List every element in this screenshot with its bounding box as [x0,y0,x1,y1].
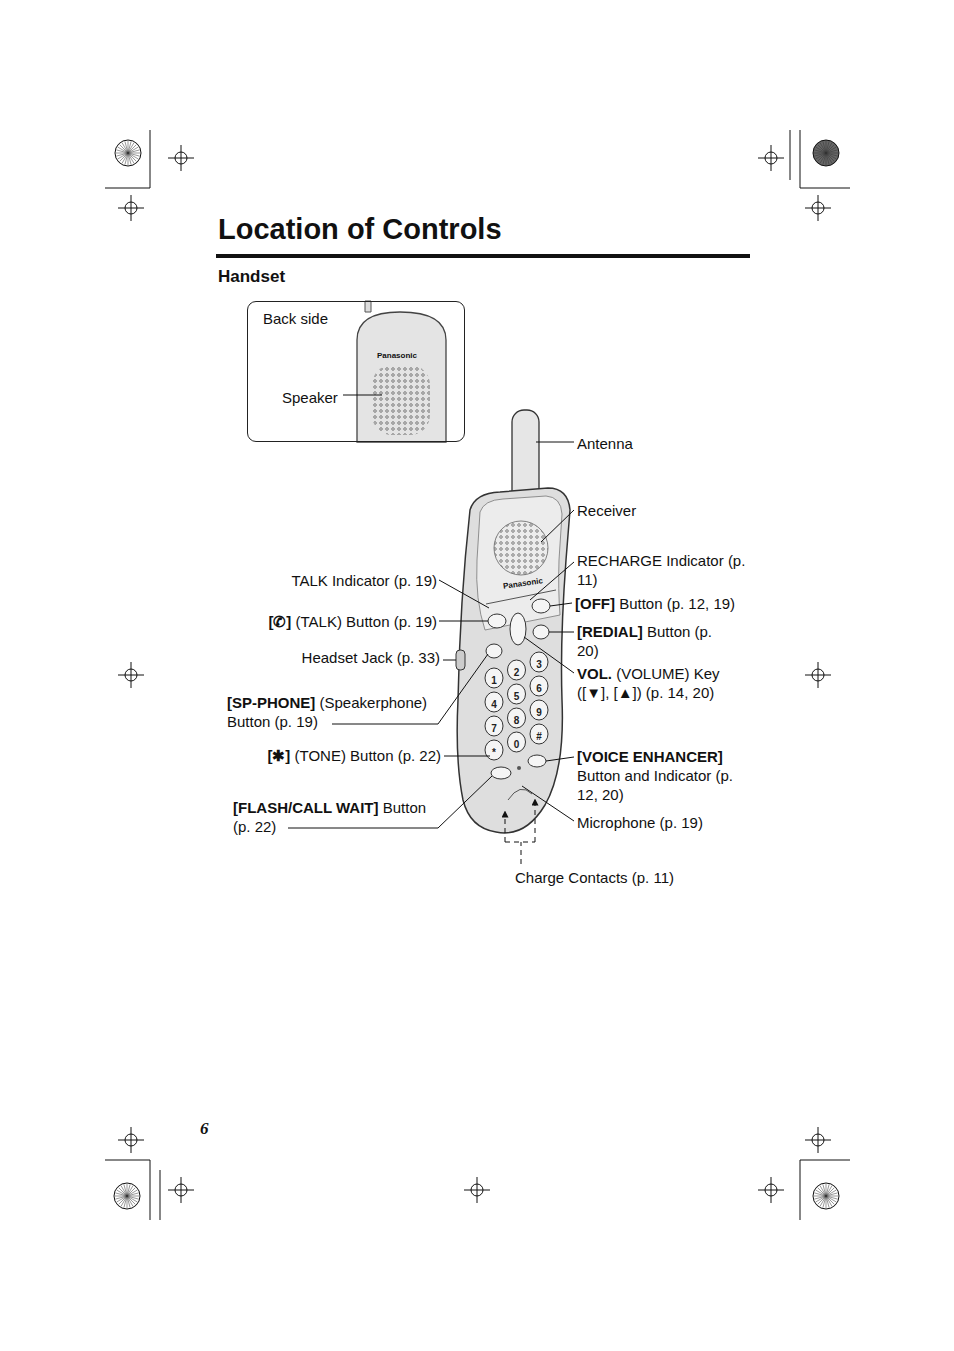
callout-text: (TALK) Button (p. 19) [296,613,437,630]
leader-lines [288,395,574,828]
callout-text: Headset Jack (p. 33) [302,649,440,666]
control-name: [✆] [268,613,291,630]
callout: RECHARGE Indicator (p. 11) [577,551,752,589]
key-number: 7 [491,723,497,734]
callout: Receiver [577,501,636,520]
callout: [✱] (TONE) Button (p. 22) [267,746,441,765]
callout: [VOICE ENHANCER] Button and Indicator (p… [577,747,737,804]
control-name: 6 [200,1119,209,1138]
callout: VOL. (VOLUME) Key ([▼], [▲]) (p. 14, 20) [577,664,745,702]
control-name: VOL. [577,665,612,682]
control-name: [✱] [267,747,290,764]
callout-text: Charge Contacts (p. 11) [515,869,674,886]
key-number: 4 [491,699,497,710]
title-rule [216,254,750,258]
key-number: 5 [514,691,520,702]
key-number: * [492,747,496,758]
key-number: 0 [514,739,520,750]
callout-text: Button and Indicator (p. 12, 20) [577,767,733,803]
inset-heading: Back side [263,309,328,328]
part-label: Speaker [282,388,338,407]
callout: [FLASH/CALL WAIT] Button (p. 22) [233,798,445,836]
control-name: [SP-PHONE] [227,694,315,711]
callout: Charge Contacts (p. 11) [515,868,674,887]
control-name: [OFF] [575,595,615,612]
callout-text: (TONE) Button (p. 22) [295,747,441,764]
key-number: 8 [514,715,520,726]
inset-box: Back sideSpeaker [247,301,465,442]
page-title: Location of Controls [218,213,502,245]
callout: TALK Indicator (p. 19) [291,571,437,590]
key-number: 3 [536,659,542,670]
registration-marks [105,130,850,1220]
callout: [REDIAL] Button (p. 20) [577,622,717,660]
callout: Handset [218,266,285,287]
key-number: 9 [536,707,542,718]
control-name: Panasonic [377,351,417,360]
key-number: 1 [491,675,497,686]
callout-text: Antenna [577,435,633,452]
callout-text: Button (p. 12, 19) [619,595,735,612]
callout-text: Microphone (p. 19) [577,814,703,831]
key-number: 6 [536,683,542,694]
control-name: [VOICE ENHANCER] [577,748,723,765]
control-name: Handset [218,267,285,286]
callout-text: Receiver [577,502,636,519]
callout: [SP-PHONE] (Speakerphone) Button (p. 19) [227,693,442,731]
control-name: [FLASH/CALL WAIT] [233,799,379,816]
callout: Antenna [577,434,633,453]
callout: Panasonic [377,350,417,362]
callout-text: RECHARGE Indicator (p. 11) [577,552,745,588]
callout: [✆] (TALK) Button (p. 19) [268,612,437,631]
callout: Microphone (p. 19) [577,813,703,832]
callout: Headset Jack (p. 33) [302,648,440,667]
callout: 6 [200,1118,209,1139]
charge-contact-pointer [505,802,535,864]
callout-text: TALK Indicator (p. 19) [291,572,437,589]
key-number: # [536,731,542,742]
key-number: 2 [514,667,520,678]
control-name: [REDIAL] [577,623,643,640]
back-side-phone [357,301,446,442]
callout: [OFF] Button (p. 12, 19) [575,594,735,613]
